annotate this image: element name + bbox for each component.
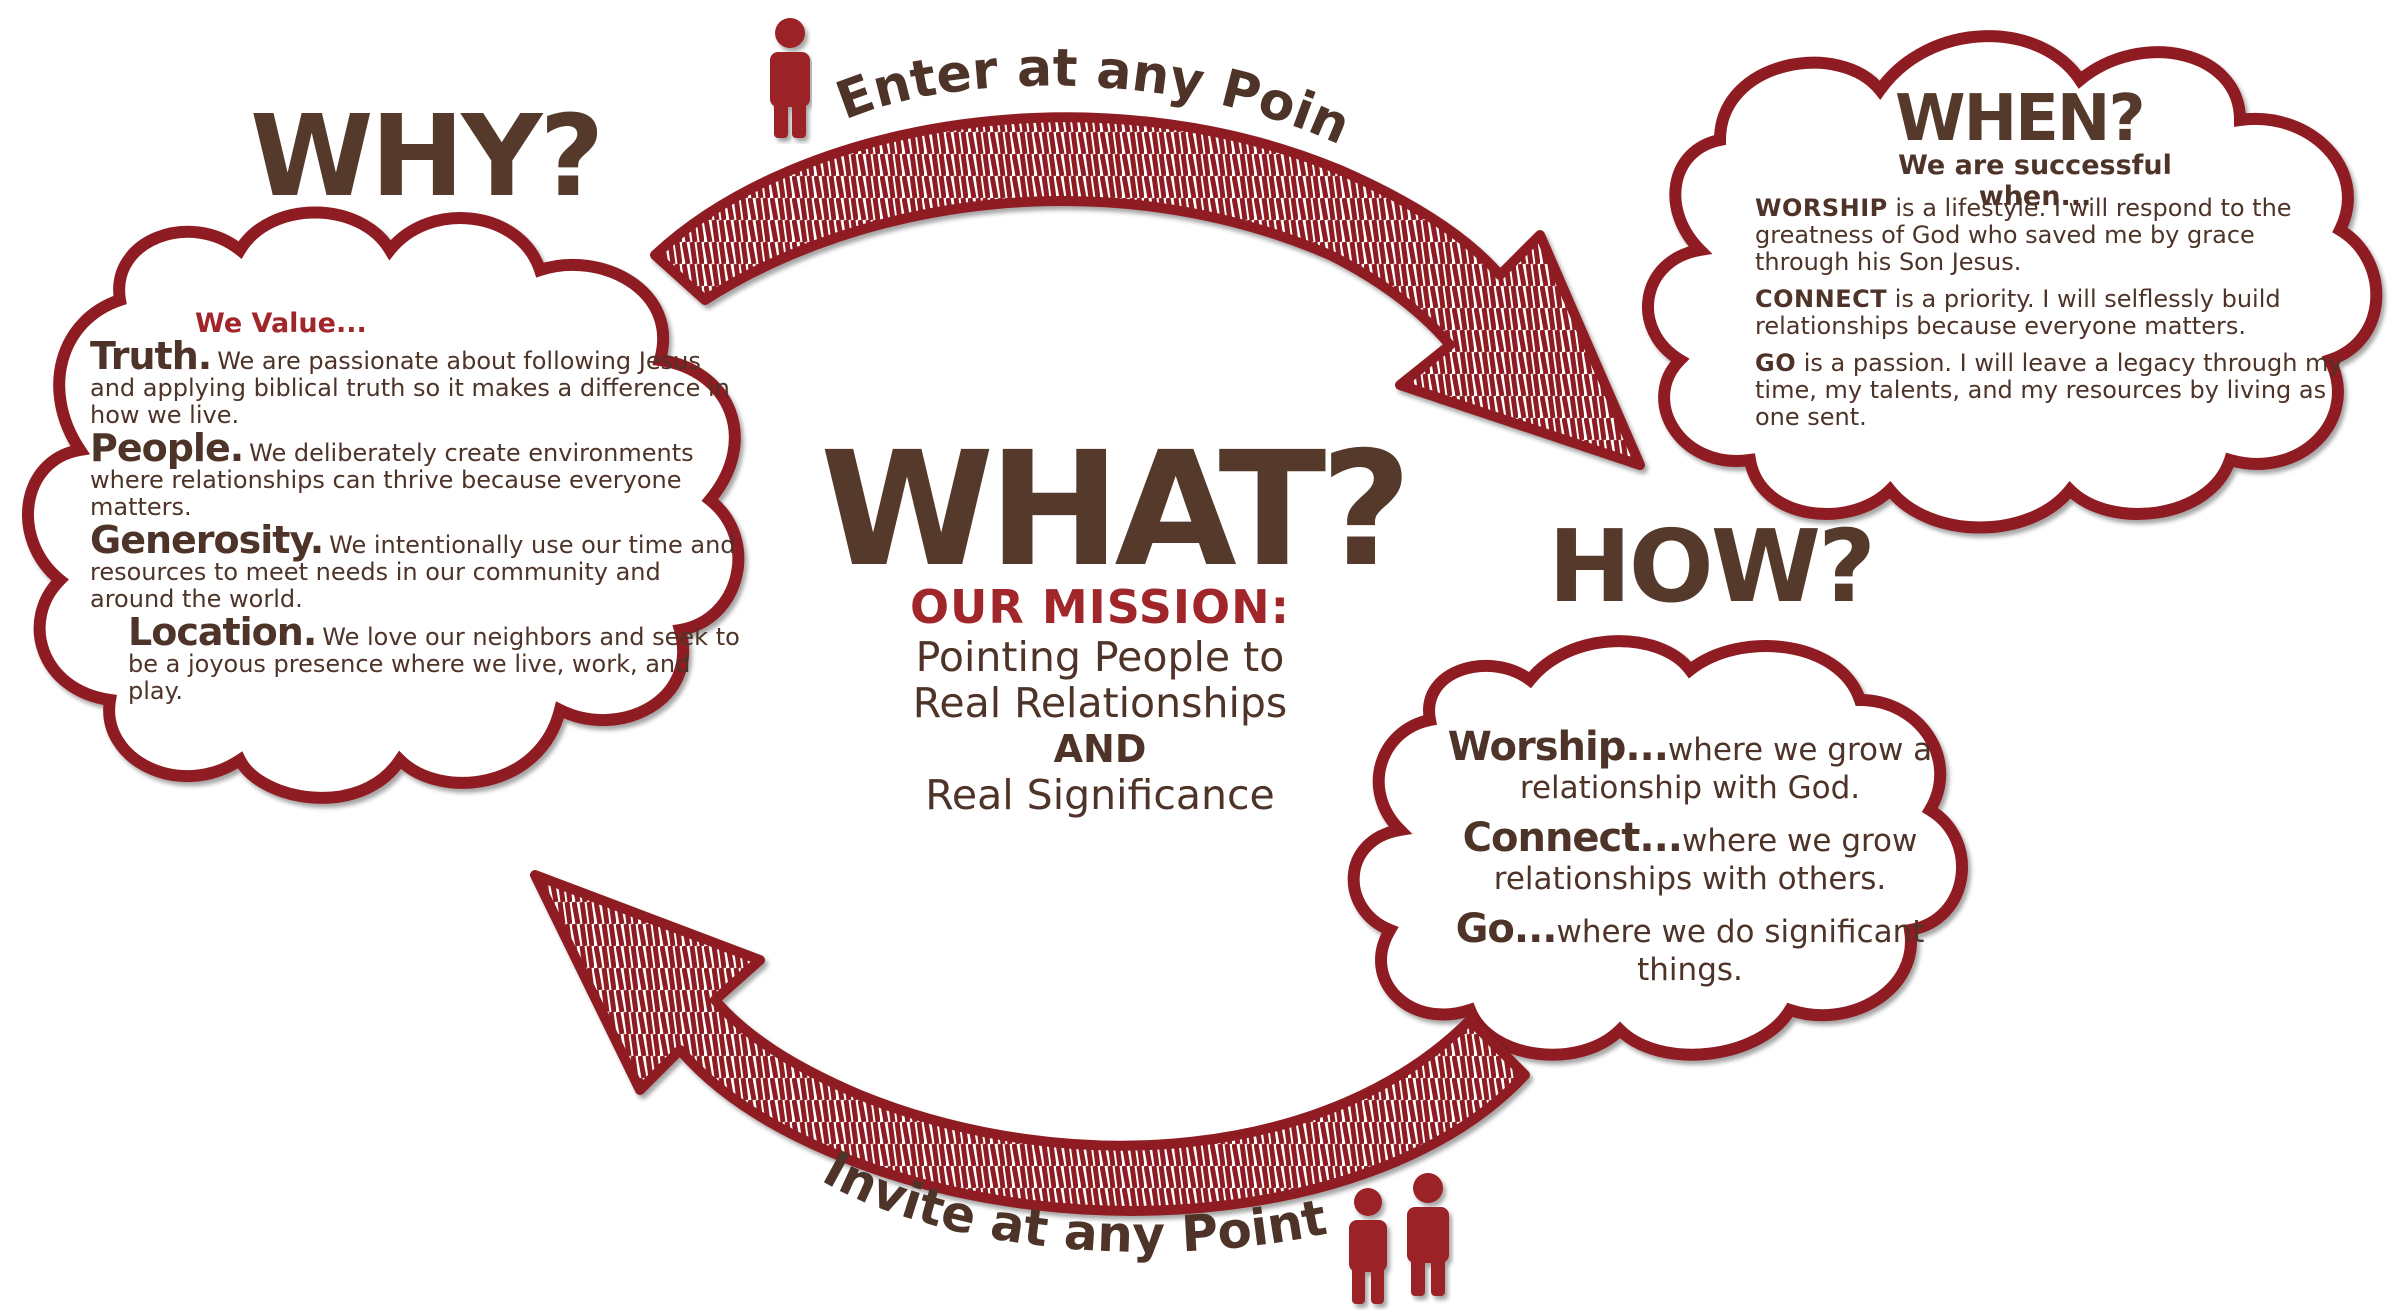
mission-title: OUR MISSION: [909, 580, 1291, 634]
bottom-arrow [530, 870, 1530, 1216]
how-item: Go...where we do significant things. [1455, 906, 1925, 988]
when-item: CONNECT is a priority. I will selflessly… [1755, 285, 2281, 340]
when-heading: WHEN? [1895, 82, 2146, 156]
value-item: People.We deliberately create environmen… [90, 426, 694, 521]
person-icon [770, 18, 810, 138]
when-item: WORSHIP is a lifestyle. I will respond t… [1755, 194, 2292, 276]
how-item: Worship...where we grow a relationship w… [1447, 724, 1933, 806]
why-cloud [22, 206, 745, 804]
when-cloud [1642, 30, 2383, 534]
why-label: We Value... [195, 308, 367, 339]
how-item: Connect...where we grow relationships wi… [1462, 815, 1918, 897]
two-people-icon [1349, 1173, 1449, 1304]
mission-and: AND [1053, 727, 1147, 771]
when-items: WORSHIP is a lifestyle. I will respond t… [1755, 195, 2355, 441]
what-heading: WHAT? [820, 418, 1412, 602]
value-item: Truth.We are passionate about following … [90, 334, 730, 429]
how-items: Worship...where we grow a relationship w… [1430, 724, 1950, 1001]
value-item: Location.We love our neighbors and seek … [128, 610, 740, 705]
how-cloud [1347, 635, 1968, 1061]
mission-block: OUR MISSION: Pointing People to Real Rel… [855, 580, 1345, 818]
when-item: GO is a passion. I will leave a legacy t… [1755, 349, 2343, 431]
mission-line: Real Significance [925, 771, 1275, 819]
how-heading: HOW? [1548, 508, 1876, 625]
when-subheading: We are successful when... [1898, 150, 2172, 212]
mission-line: Real Relationships [912, 679, 1288, 727]
mission-line: Pointing People to [915, 633, 1285, 681]
top-arrow [650, 112, 1645, 470]
why-heading: WHY? [250, 92, 604, 222]
value-item: Generosity.We intentionally use our time… [90, 518, 736, 613]
why-values: We Value... Truth.We are passionate abou… [90, 308, 740, 711]
